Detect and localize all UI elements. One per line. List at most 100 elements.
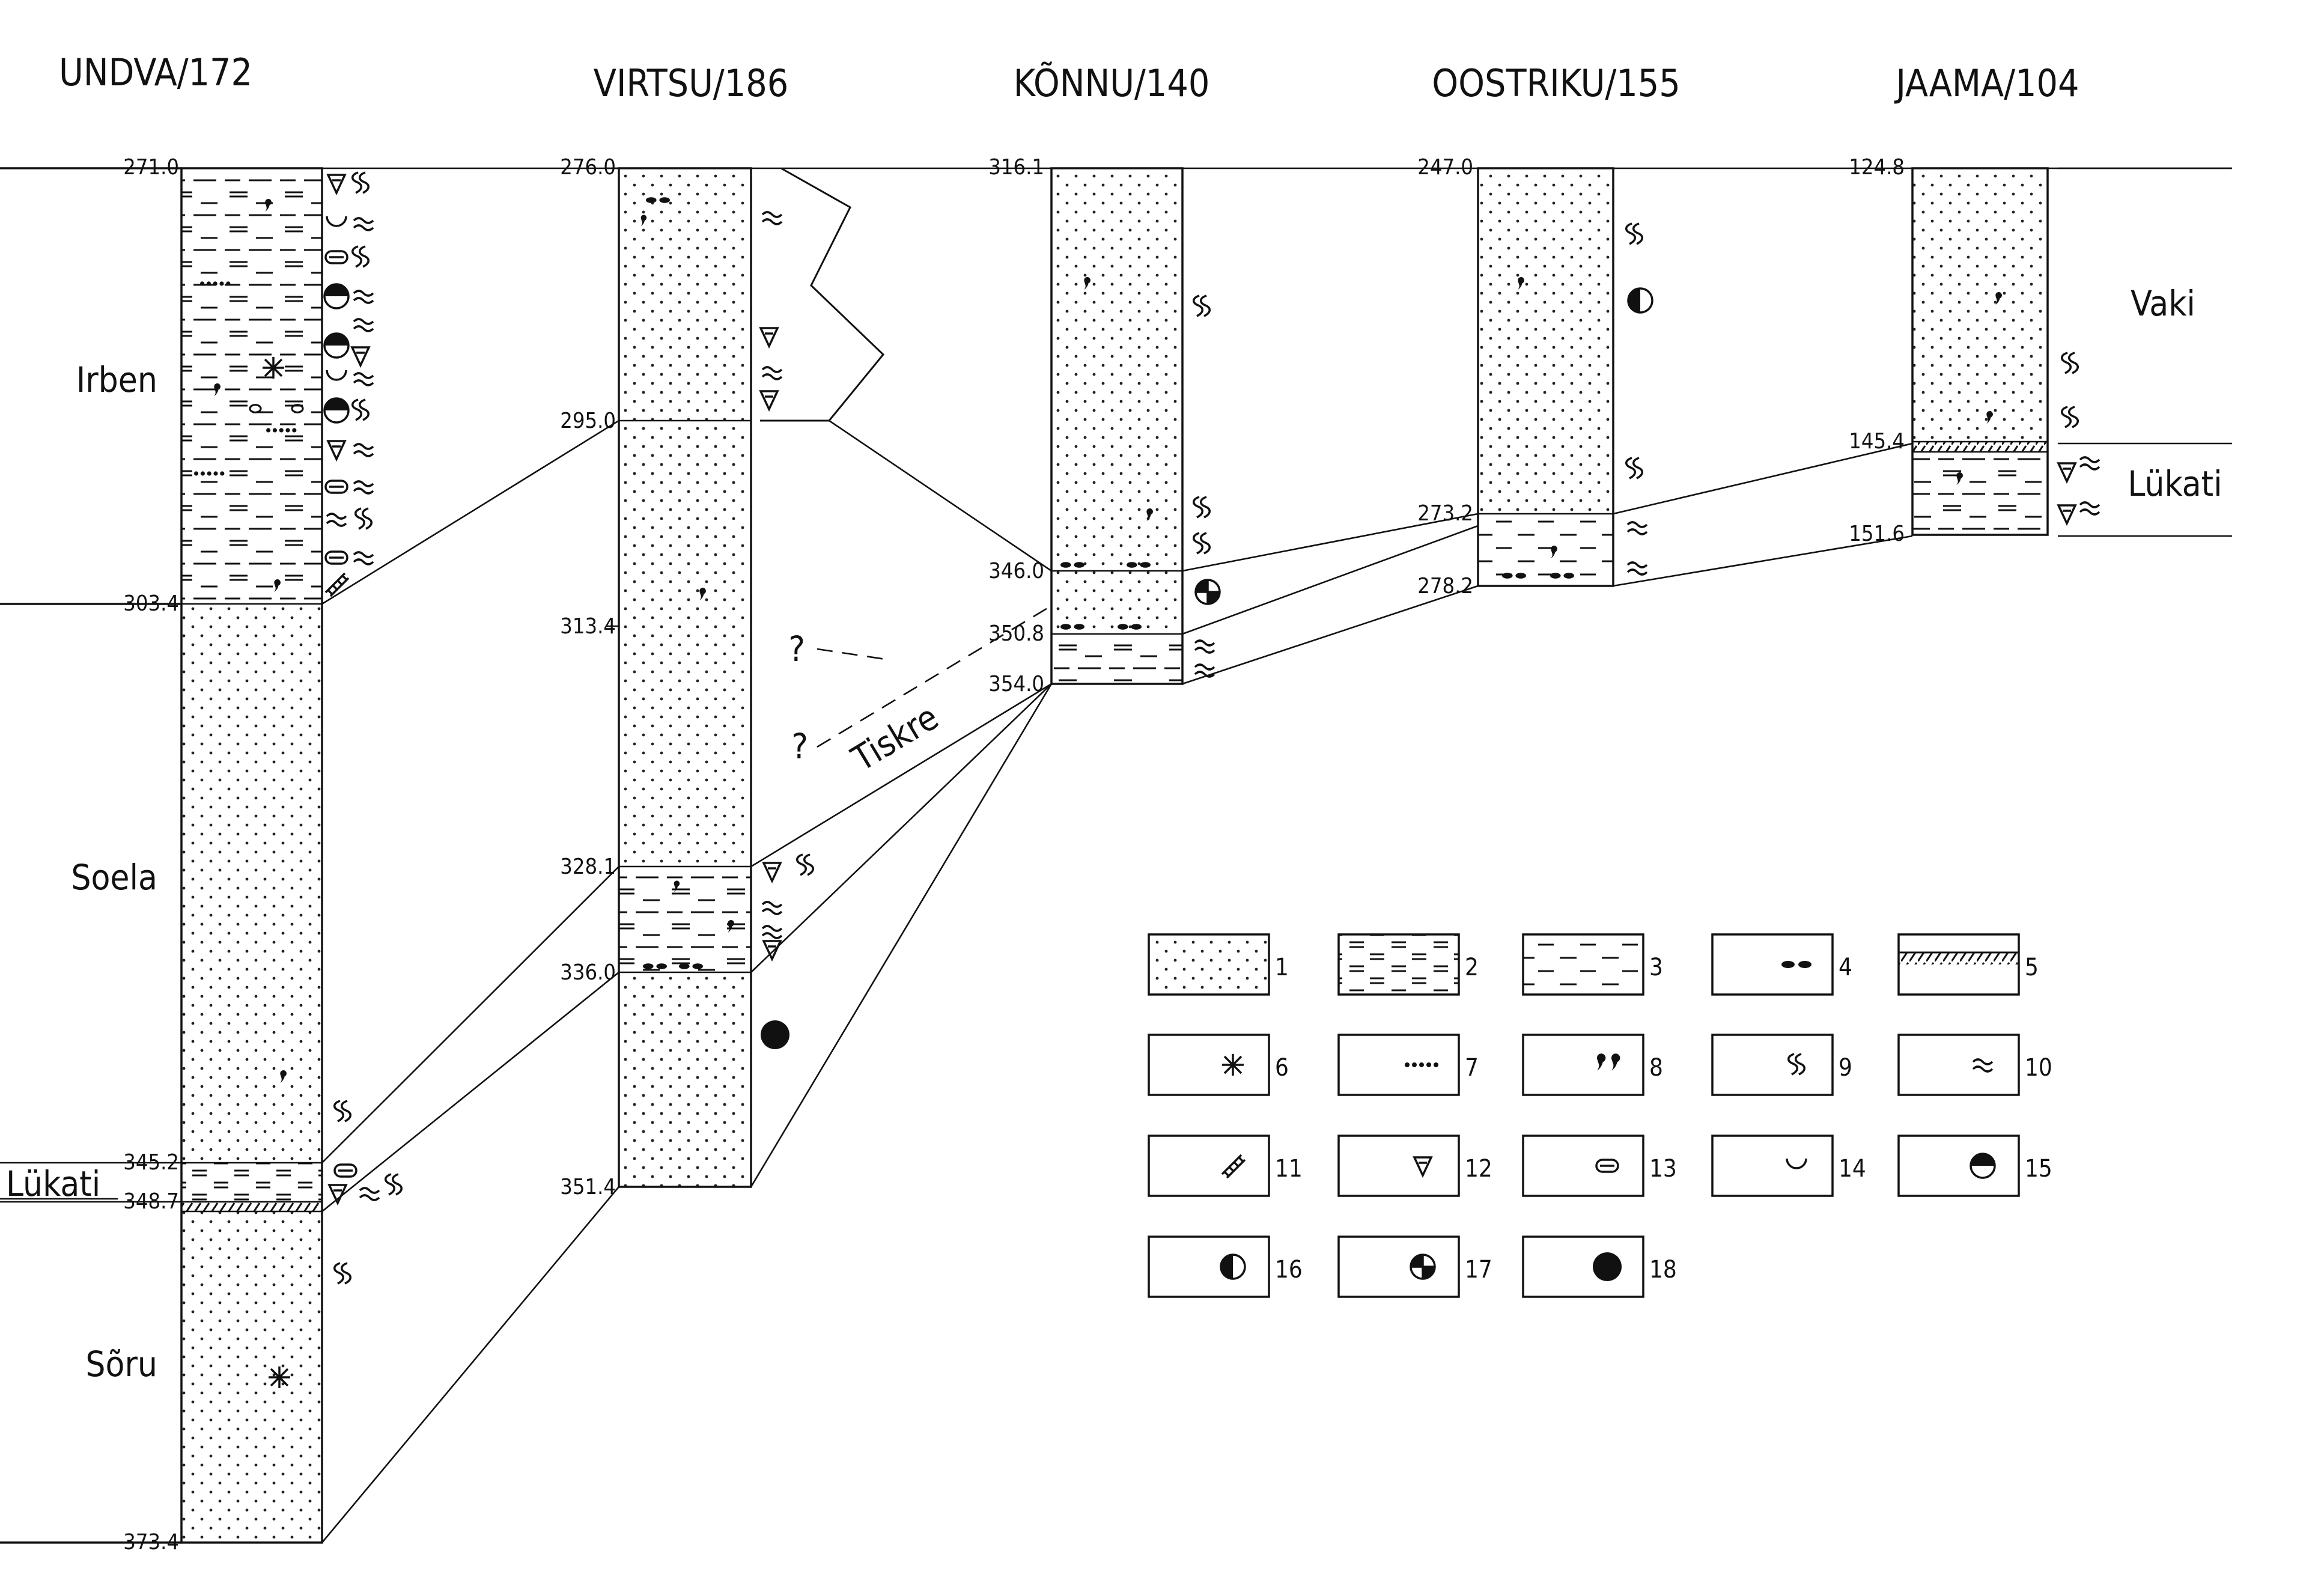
legend-item-11	[1148, 1135, 1270, 1197]
lenses-icon	[646, 197, 670, 203]
ss-icon	[351, 398, 370, 421]
correlation-line	[321, 971, 619, 1213]
capsule-icon	[324, 250, 348, 264]
section-title-jaama: JAAMA/104	[1894, 61, 2079, 105]
halfTop-icon	[323, 332, 350, 359]
zigzag-boundary	[760, 167, 885, 422]
virtsu-column	[618, 167, 752, 1188]
ss-icon	[351, 245, 370, 268]
jaama-layer	[1912, 442, 2048, 452]
virtsu-layer	[619, 168, 751, 867]
triangle-icon	[762, 940, 782, 962]
depth-label: 303.4	[123, 591, 179, 616]
halfTop-icon	[323, 397, 350, 424]
virtsu-layer	[619, 867, 751, 972]
legend-item-13	[1522, 1135, 1644, 1197]
unit-label-lukati: Lükati	[2128, 463, 2222, 504]
jaama-column	[1911, 167, 2049, 536]
wavy-icon	[353, 443, 374, 457]
unit-label-soela: Soela	[71, 857, 157, 898]
legend-number: 14	[1839, 1155, 1866, 1183]
legend-item-4	[1711, 933, 1834, 996]
triangle-icon	[2057, 504, 2077, 526]
depth-label: 145.4	[1849, 429, 1905, 454]
legend-item-3	[1522, 933, 1644, 996]
legend-number: 11	[1275, 1155, 1303, 1183]
lenses-icon	[1060, 624, 1084, 630]
wavy-icon	[761, 366, 783, 380]
oostriku-column	[1477, 167, 1614, 587]
ss-icon	[1193, 496, 1211, 519]
wavy-icon	[1626, 561, 1648, 576]
legend-number: 3	[1649, 954, 1663, 981]
legend-box	[1148, 933, 1270, 996]
wavy-icon	[353, 372, 374, 386]
triangle-icon	[326, 174, 347, 196]
ss-icon	[1193, 532, 1211, 555]
oostriku-layer	[1478, 168, 1613, 514]
legend-item-12	[1337, 1135, 1460, 1197]
question-mark: ?	[791, 726, 808, 767]
ss-icon	[385, 1173, 403, 1196]
depth-label: 316.1	[988, 155, 1044, 180]
undva-layer	[181, 1163, 322, 1202]
undva-layer	[181, 604, 322, 1163]
filled-icon	[761, 1020, 789, 1049]
legend-number: 13	[1649, 1155, 1677, 1183]
legend-number: 17	[1465, 1256, 1492, 1284]
legend-number: 10	[2025, 1054, 2052, 1082]
wavy-icon	[353, 480, 374, 495]
ss-icon	[351, 171, 370, 194]
legend-box	[1337, 1135, 1460, 1197]
legend-item-18	[1522, 1235, 1644, 1298]
ss-icon	[354, 507, 373, 530]
capsule-icon	[333, 1163, 357, 1178]
lenses-icon	[1060, 562, 1084, 568]
unit-label-tiskre: Tiskre	[844, 696, 945, 779]
legend-item-15	[1897, 1135, 2020, 1197]
cup-icon	[1786, 1158, 1807, 1169]
oostriku-layer	[1478, 514, 1613, 586]
legend-item-1	[1148, 933, 1270, 996]
legend-item-14	[1711, 1135, 1834, 1197]
correlation-line	[1182, 525, 1479, 635]
triangle-icon	[759, 327, 779, 349]
triangle-icon	[762, 862, 782, 884]
wavy-icon	[353, 217, 374, 231]
lenses-icon	[1127, 562, 1151, 568]
depth-label: 151.6	[1849, 522, 1905, 546]
legend-box	[1337, 933, 1460, 996]
depth-label: 278.2	[1417, 574, 1473, 599]
jaama-layer	[1912, 452, 2048, 535]
comma-icon	[640, 215, 647, 227]
legend-box	[1711, 1135, 1834, 1197]
correlation-line-irben	[829, 419, 1052, 572]
legend-item-9	[1711, 1034, 1834, 1096]
dashed-line	[817, 648, 890, 661]
question-mark: ?	[788, 629, 805, 669]
legend-box	[1337, 1034, 1460, 1096]
depth-label: 351.4	[560, 1175, 616, 1199]
halfTop-icon	[1970, 1153, 1996, 1179]
wavy-icon	[353, 551, 374, 565]
triangle-icon	[327, 1184, 348, 1206]
legend-number: 7	[1465, 1054, 1479, 1082]
wavy-icon	[359, 1187, 380, 1201]
correlation-line	[1182, 513, 1479, 572]
depth-label: 350.8	[988, 621, 1044, 646]
wavy-icon	[1194, 639, 1215, 654]
ladder-icon	[1221, 1154, 1246, 1179]
comma-icon	[728, 919, 735, 933]
legend-number: 5	[2025, 954, 2039, 981]
depth-label: 346.0	[988, 559, 1044, 583]
wavy-icon	[326, 513, 347, 527]
section-title-virtsu: VIRTSU/186	[594, 61, 788, 105]
legend-number: 8	[1649, 1054, 1663, 1082]
section-title-konnu: KÕNNU/140	[1014, 61, 1210, 105]
legend-number: 18	[1649, 1256, 1677, 1284]
ss-icon	[2061, 352, 2079, 374]
filled-icon	[1593, 1252, 1622, 1281]
comma-icon	[699, 587, 707, 601]
legend-box	[1148, 1135, 1270, 1197]
depth-label: 336.0	[560, 960, 616, 985]
